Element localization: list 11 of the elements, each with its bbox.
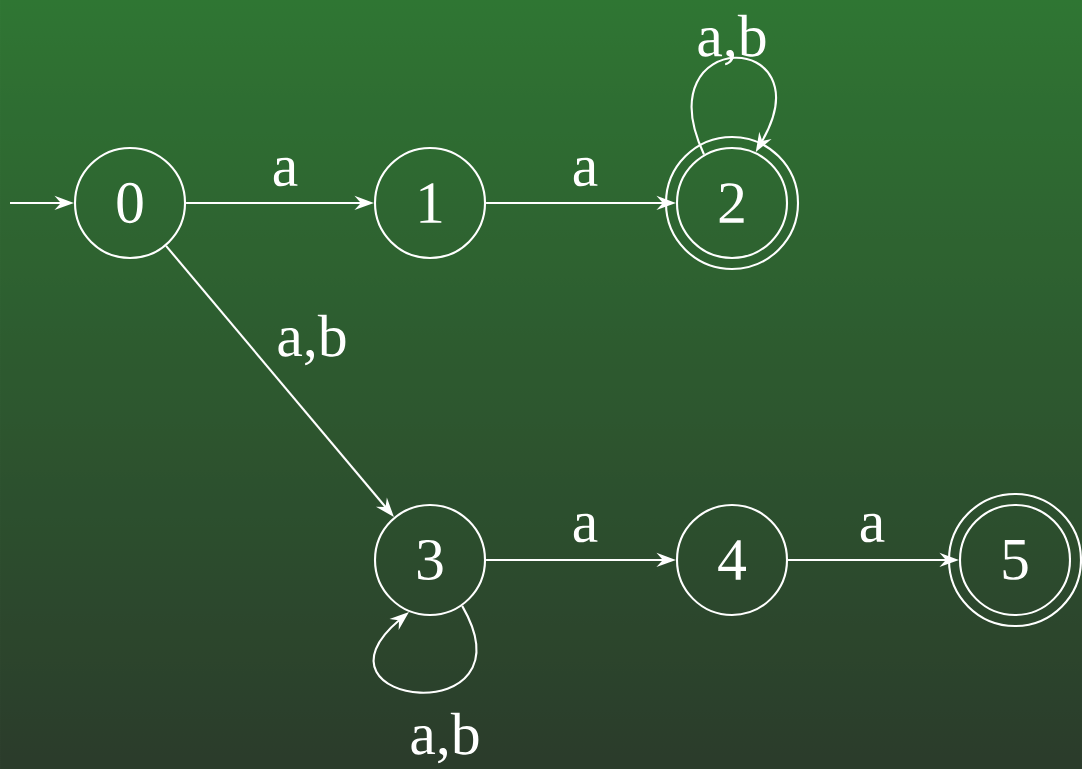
edge-label: a,b	[698, 14, 766, 66]
edge-label: a	[273, 157, 298, 187]
edge-label: a,b	[278, 314, 346, 366]
edge-label: a	[573, 157, 598, 187]
accepting-state: 5	[947, 492, 1082, 628]
edge-label: a	[860, 513, 885, 543]
edge-label: a	[573, 513, 598, 543]
arrow	[372, 605, 477, 694]
arrow	[691, 56, 777, 155]
accepting-state: 2	[664, 135, 800, 271]
edge-label: a,b	[411, 712, 479, 764]
